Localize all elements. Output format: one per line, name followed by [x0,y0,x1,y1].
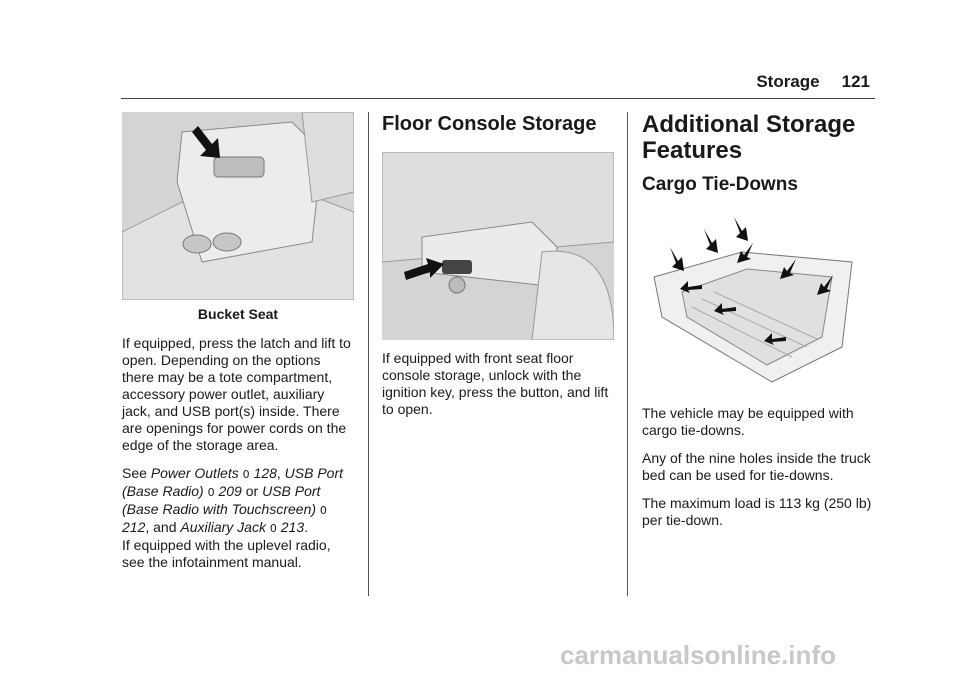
column-divider-2 [627,112,628,596]
arrow-icon [734,217,748,241]
section-title: Storage [756,72,820,91]
column-3: Additional Storage Features Cargo Tie-Do… [642,112,874,540]
paragraph: If equipped, press the latch and lift to… [122,335,351,453]
column-divider-1 [368,112,369,596]
arrow-icon [404,258,444,280]
watermark: carmanualsonline.info [560,640,836,670]
arrow-icon [817,275,833,295]
paragraph: The vehicle may be equipped with cargo t… [642,405,854,438]
cross-reference: See Power Outlets 0 128, USB Port (Base … [122,465,344,570]
paragraph: The maximum load is 113 kg (250 lb) per … [642,495,872,528]
truck-bed-drawing [653,251,853,383]
column-1: Bucket Seat If equipped, press the latch… [122,112,354,582]
header-rule [121,98,875,99]
arrow-icon [780,259,796,279]
paragraph: Any of the nine holes inside the truck b… [642,450,871,483]
section-heading: Additional Storage Features [642,111,856,164]
ref-link[interactable]: Auxiliary Jack [180,519,266,535]
console-drawing [122,112,354,300]
cargo-tie-downs-illustration [642,207,874,397]
arrow-icon [714,303,736,315]
ref-link[interactable]: USB Port (Base Radio with Touchscreen) [122,483,321,517]
arrow-icon [192,126,220,158]
ref-link[interactable]: USB Port (Base Radio) [122,465,344,499]
page-header: Storage 121 [756,72,870,92]
paragraph: If equipped with front seat floor consol… [382,350,609,417]
arrow-icon [670,247,684,271]
figure-caption: Bucket Seat [197,306,279,322]
column-2: Floor Console Storage If equipped with f… [382,112,614,429]
arrow-icon [704,229,718,253]
arrow-icon [737,243,753,263]
subsection-heading: Cargo Tie-Downs [642,174,798,195]
arrow-icon [764,333,786,345]
floor-console-illustration [382,152,614,340]
section-heading: Floor Console Storage [382,113,597,135]
page-number: 121 [841,72,870,91]
arrow-icon [680,281,702,293]
ref-link[interactable]: Power Outlets [150,465,239,481]
bucket-seat-illustration [122,112,354,300]
